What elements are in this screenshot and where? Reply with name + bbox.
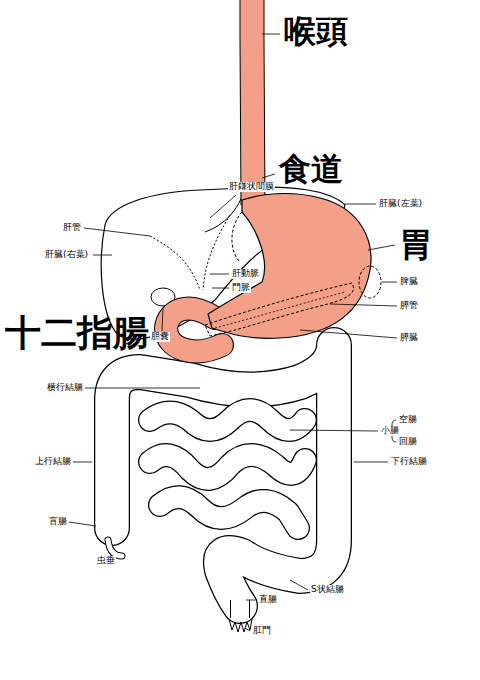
part-label: 門脈 [231, 283, 251, 293]
organ-label: 十二指腸 [4, 313, 150, 353]
part-label: 盲腸 [48, 517, 68, 527]
anus [229, 619, 252, 632]
esophagus-outline [252, 0, 253, 205]
part-label: 肛門 [252, 626, 272, 636]
part-label: 脾臓 [399, 277, 419, 287]
stomach-hidden [232, 212, 242, 262]
organ-label: 胃 [398, 226, 434, 263]
esophagus [252, 0, 253, 206]
part-label: 肝動脈 [231, 269, 260, 279]
part-label: 上行結腸 [34, 457, 72, 467]
part-label: 肝臓(左葉) [378, 199, 423, 209]
organ-label: 食道 [278, 152, 344, 187]
small-intestine [150, 410, 305, 528]
falciform-ligament [205, 189, 245, 232]
part-label: 小腸 [380, 426, 400, 436]
part-label: 虫垂 [96, 556, 116, 566]
colon-outline [112, 345, 334, 606]
part-label: S状結腸 [310, 585, 345, 595]
spleen [359, 266, 381, 298]
part-label: 直腸 [258, 595, 278, 605]
part-label: 肝管 [62, 223, 82, 233]
pancreas [205, 283, 353, 336]
part-label: 横行結腸 [46, 383, 84, 393]
hepatic-duct [150, 215, 230, 290]
appendix [108, 540, 122, 556]
part-label: 胆嚢 [150, 332, 170, 342]
pancreatic-duct [215, 292, 345, 328]
part-label: 回腸 [398, 437, 418, 447]
part-label: 肝臓(右葉) [44, 250, 89, 260]
part-label: 肝鎌状間膜 [228, 182, 275, 192]
organ-label: 喉頭 [283, 14, 349, 49]
part-label: 空腸 [398, 415, 418, 425]
appendix-body [108, 540, 122, 556]
part-label: 膵管 [399, 301, 419, 311]
part-label: 膵臓 [399, 333, 419, 343]
part-label: 下行結腸 [390, 457, 428, 467]
rectum-body [231, 598, 249, 619]
colon-body [112, 345, 334, 606]
stomach [208, 194, 371, 339]
